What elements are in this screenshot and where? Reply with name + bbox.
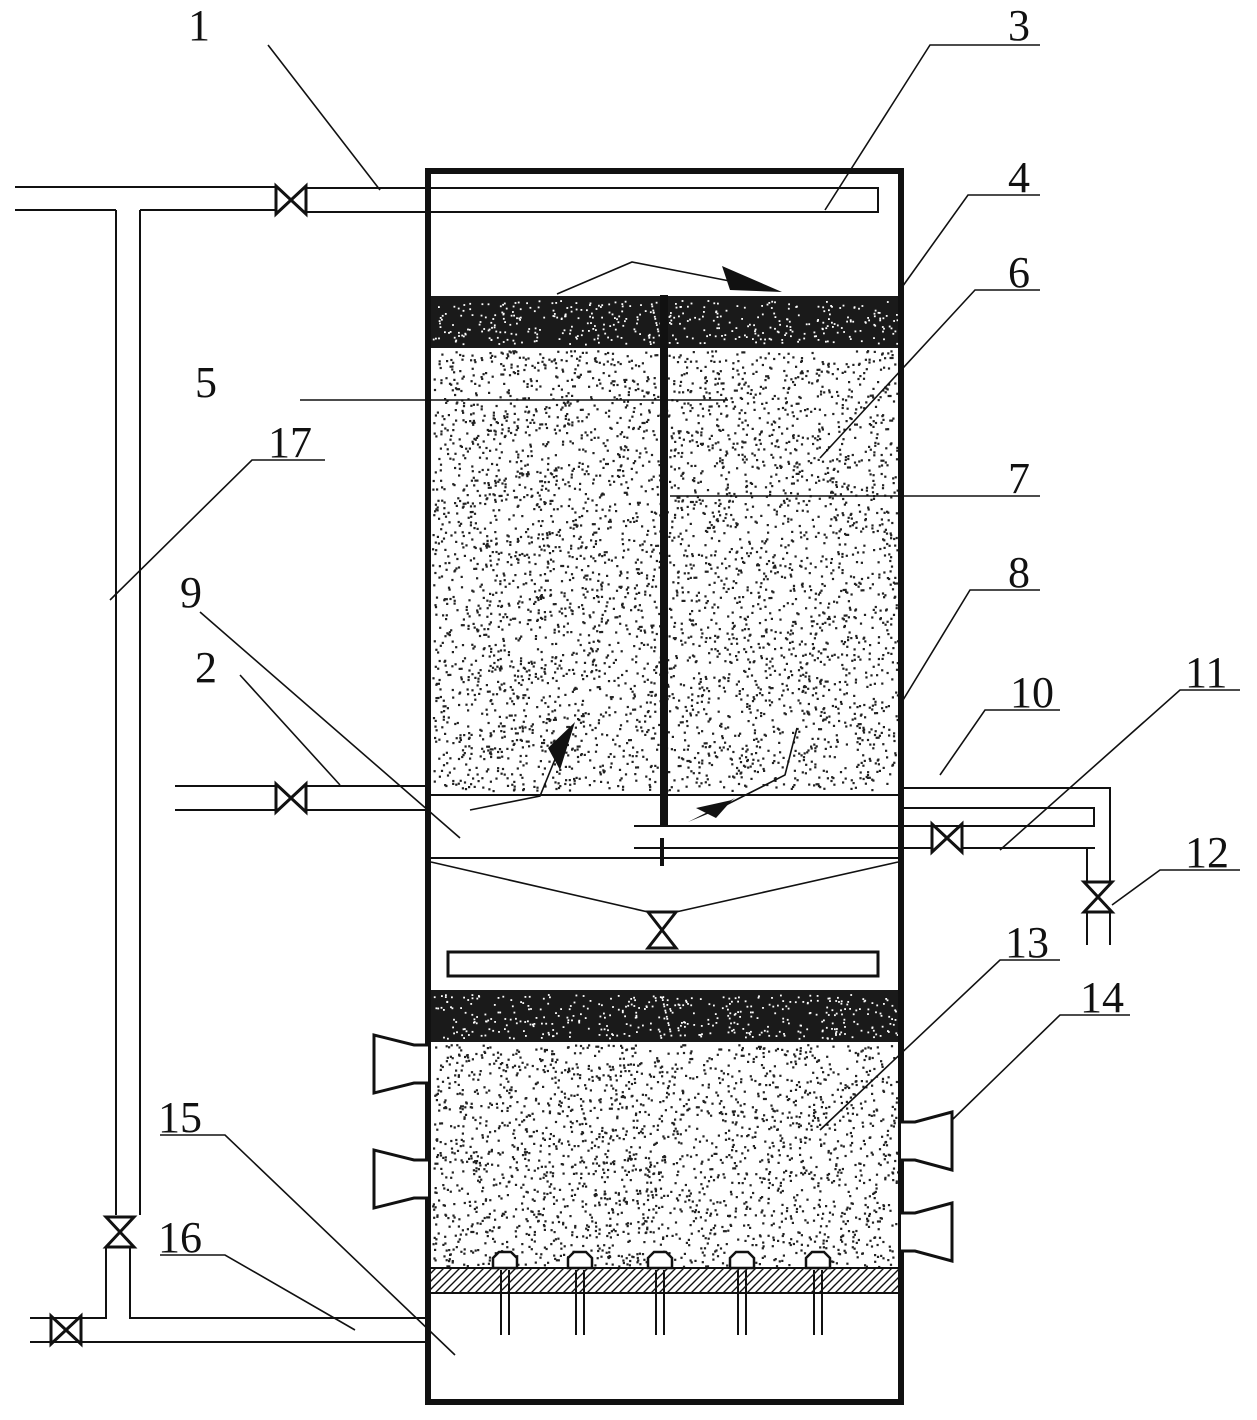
valve-icon[interactable] [102, 1215, 138, 1249]
bypass-pipe [30, 210, 428, 1343]
label-14: 14 [1080, 973, 1124, 1022]
valve-icon[interactable] [49, 1312, 83, 1348]
center-riser-pipe [660, 295, 668, 825]
label-4: 4 [1008, 153, 1030, 202]
label-7: 7 [1008, 454, 1030, 503]
leader-lines [109, 44, 1240, 1356]
top-inlet-pipe [15, 186, 879, 213]
label-15: 15 [158, 1093, 202, 1142]
label-16: 16 [158, 1213, 202, 1262]
label-5: 5 [195, 358, 217, 407]
collection-funnel [430, 857, 899, 913]
label-17: 17 [268, 418, 312, 467]
label-6: 6 [1008, 248, 1030, 297]
valve-icon[interactable] [274, 780, 308, 816]
valve-icon[interactable] [930, 820, 964, 856]
label-13: 13 [1005, 918, 1049, 967]
label-11: 11 [1185, 648, 1227, 697]
label-1: 1 [188, 1, 210, 50]
label-10: 10 [1010, 668, 1054, 717]
flow-arrow-icon [469, 722, 575, 811]
label-8: 8 [1008, 548, 1030, 597]
flow-arrow-icon [688, 727, 798, 822]
lower-dark-layer [430, 990, 900, 1042]
label-2: 2 [195, 643, 217, 692]
flow-arrow-icon [556, 261, 782, 295]
distribution-header [446, 950, 880, 978]
part-labels: 1 2 3 4 5 6 7 8 9 10 11 12 13 14 15 16 1… [158, 1, 1229, 1262]
sampling-nozzles-left [372, 1033, 428, 1210]
valve-icon[interactable] [1080, 880, 1116, 914]
side-inlet-pipe [175, 785, 428, 811]
sampling-nozzles-right [901, 1110, 954, 1263]
label-12: 12 [1185, 828, 1229, 877]
label-9: 9 [180, 568, 202, 617]
valve-icon[interactable] [644, 910, 680, 950]
label-3: 3 [1008, 1, 1030, 50]
air-diffuser-nozzles [491, 1250, 832, 1335]
valve-icon[interactable] [274, 182, 308, 218]
lower-packing-media [432, 1044, 900, 1269]
